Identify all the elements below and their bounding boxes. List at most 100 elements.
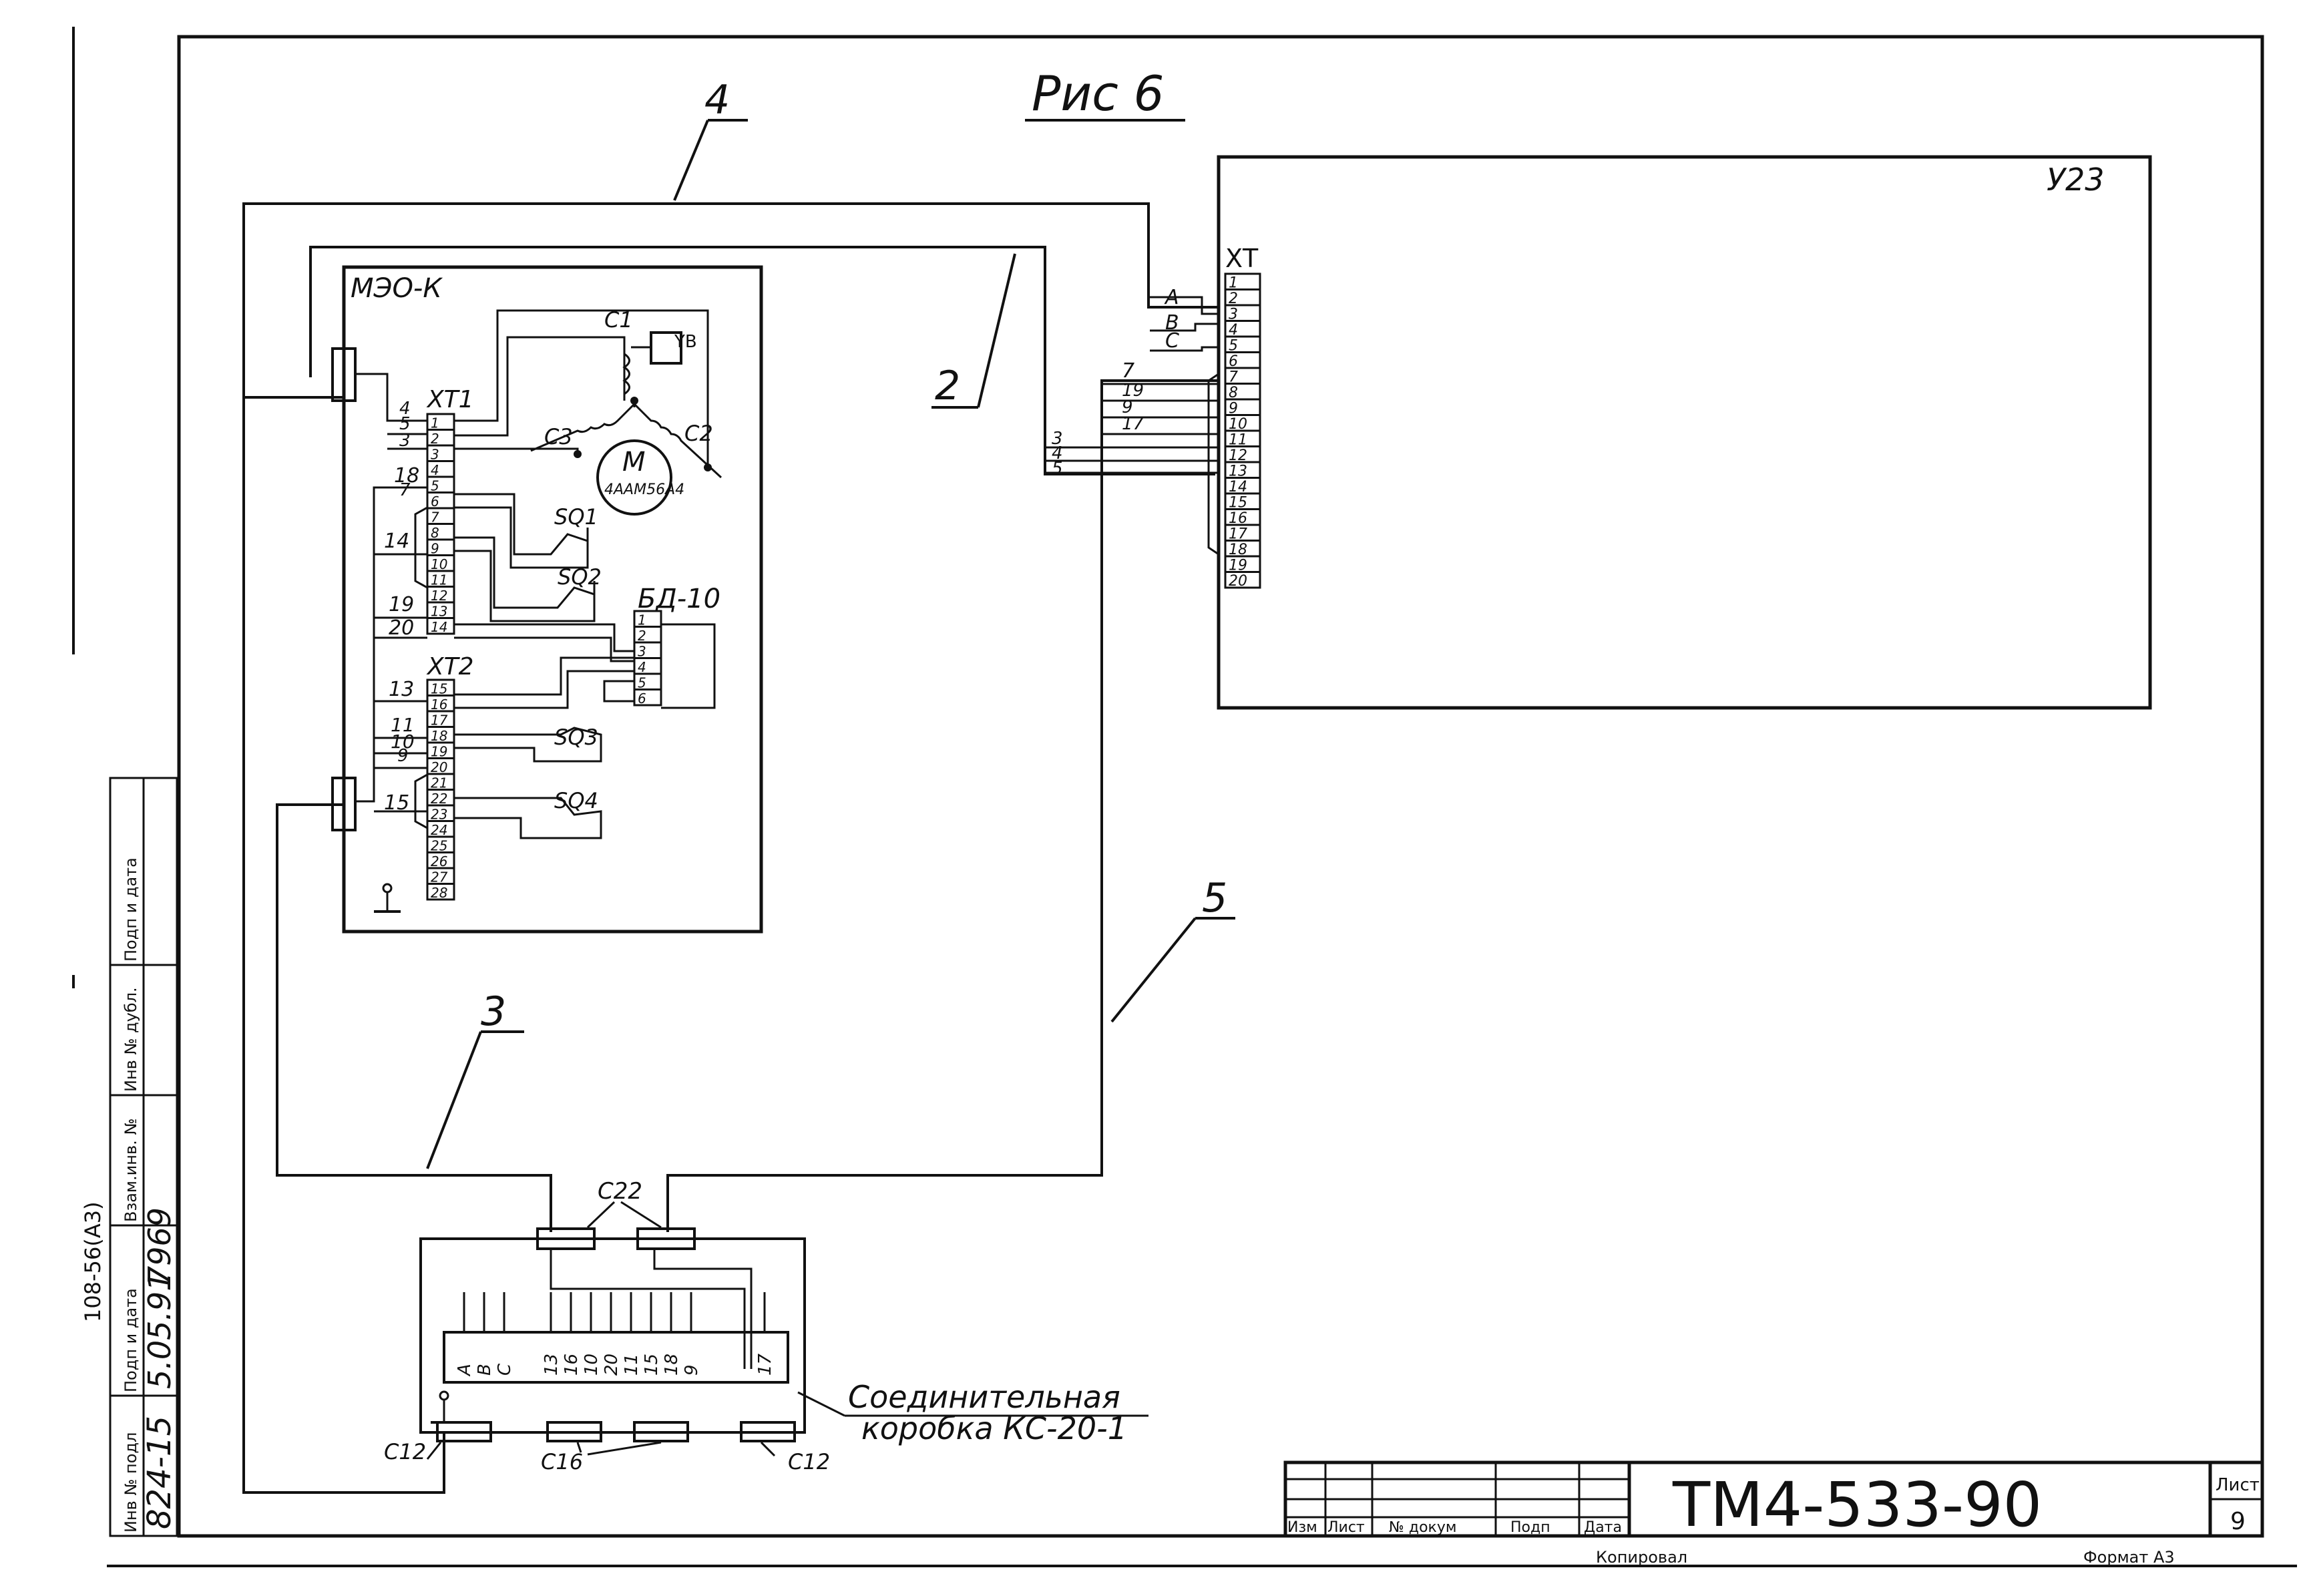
xt2-pin: 16 [431, 696, 447, 713]
brake-label: YВ [674, 332, 697, 352]
xt1-pin: 1 [431, 415, 439, 431]
jb-terminal-label: 9 [682, 1364, 702, 1376]
xt1-pin: 13 [431, 604, 447, 620]
jb-terminal-label: С [495, 1363, 515, 1376]
xt1-pin: 10 [431, 556, 447, 572]
u23-wire-3: 3 [1052, 429, 1063, 449]
figure-title: Рис 6 [1032, 65, 1165, 122]
meo-label: МЭО-К [351, 273, 443, 304]
u23-cell [1224, 571, 1261, 589]
xt1-label: ХТ1 [426, 386, 474, 413]
xt1-wire-20: 20 [389, 616, 414, 640]
xt2-pin: 21 [431, 775, 447, 791]
xt1-pin: 5 [431, 478, 439, 494]
jb-terminal-label: 17 [755, 1353, 775, 1376]
motor-label: М [622, 447, 646, 477]
xt2-pin: 25 [431, 838, 447, 854]
xt2-pin: 15 [431, 681, 447, 697]
bd-pin: 3 [638, 644, 646, 660]
u23-pin: 3 [1229, 307, 1238, 323]
stamp-field-4: Инв № дубл. [122, 987, 140, 1092]
side-stamp: Инв № подл Подп и дата Взам.инв. № Инв №… [80, 777, 178, 1537]
copied-label: Копировал [1596, 1548, 1687, 1567]
cable-4: 4 [242, 77, 1219, 1494]
xt2-cell [426, 883, 455, 901]
cable-5: 5 [666, 379, 1235, 1232]
bd-pin: 2 [638, 628, 646, 644]
bd-pin: 6 [638, 690, 646, 707]
jb-label-line1: Соединительная [848, 1379, 1120, 1415]
stamp-value-2: 5.05.91 [142, 1271, 178, 1389]
xt1-pin: 12 [431, 588, 447, 604]
xt2-label: ХТ2 [426, 653, 474, 680]
xt1-wire-5: 5 [399, 414, 411, 434]
cable-2-label: 2 [935, 363, 960, 409]
sheet-number: 9 [2230, 1508, 2246, 1535]
xt1-pin: 8 [431, 525, 439, 541]
drawing-code: ТМ4-533-90 [1672, 1469, 2042, 1541]
switch-sq4: SQ4 [554, 788, 598, 813]
xt1-pin: 4 [431, 462, 439, 478]
u23-wire-17: 17 [1122, 414, 1144, 434]
bd-pin: 4 [638, 659, 646, 675]
cap-c3: С3 [544, 424, 573, 449]
xt2-pin: 24 [431, 822, 447, 838]
sheet-frame [72, 27, 2297, 1567]
xt2-pin: 17 [431, 713, 448, 729]
xt1-pin: 11 [431, 572, 447, 588]
xt2-wire-9: 9 [397, 746, 409, 766]
cap-c1: С1 [604, 307, 633, 333]
jb-terminal-label: 18 [662, 1354, 682, 1376]
bd-cell [633, 688, 662, 707]
gland-c22: С22 [598, 1178, 642, 1205]
u23-phase-b: В [1165, 311, 1179, 335]
u23-wire-4: 4 [1052, 443, 1063, 463]
jb-terminal-label: А [455, 1364, 475, 1377]
xt1-pin: 9 [431, 541, 439, 557]
jb-terminal-label: 13 [542, 1354, 562, 1376]
format-label: Формат А3 [2083, 1548, 2175, 1567]
jb-terminal-label: 11 [622, 1354, 642, 1376]
xt2-pin: 20 [431, 759, 447, 775]
sheet-label: Лист [2216, 1475, 2260, 1495]
xt1-wire-7: 7 [399, 480, 411, 500]
cable-3: 3 [276, 803, 552, 1232]
cable-2: 2 [309, 246, 1215, 475]
bd-label: БД-10 [638, 584, 720, 614]
u23-pin: 9 [1229, 401, 1238, 417]
tb-header-data: Дата [1584, 1519, 1622, 1536]
xt2-pin: 19 [431, 744, 447, 760]
xt1-pin: 3 [431, 447, 439, 463]
u23-phase-c: С [1165, 329, 1179, 353]
bd-pin: 5 [638, 675, 646, 691]
cable-5-label: 5 [1202, 875, 1227, 922]
cable-4-label: 4 [704, 77, 730, 124]
xt1-wire-14: 14 [384, 530, 409, 553]
xt2-pin: 22 [431, 791, 447, 807]
xt1-pin: 6 [431, 493, 439, 510]
jb-terminal-label: 10 [582, 1354, 602, 1376]
stamp-field-5: Подп и дата [122, 857, 140, 962]
stamp-value-3: 7969 [142, 1207, 178, 1285]
u23-pin: 4 [1229, 322, 1238, 339]
stamp-field-2: Подп и дата [122, 1288, 140, 1392]
xt1-wire-18: 18 [394, 464, 419, 487]
xt1-wire-19: 19 [389, 593, 414, 616]
jb-terminal-label: 15 [642, 1354, 662, 1376]
xt2-wire-10: 10 [391, 731, 415, 753]
xt1-pin: 14 [431, 619, 447, 635]
stamp-value-1: 824-15 [141, 1416, 178, 1529]
motor-model: 4ААМ56А4 [604, 481, 684, 498]
u23-wire-9: 9 [1122, 397, 1133, 417]
tb-header-dokum: № докум [1389, 1519, 1456, 1536]
u23-pin: 5 [1229, 338, 1238, 355]
tb-header-izm: Изм [1287, 1519, 1317, 1536]
xt2-pin: 26 [431, 853, 447, 869]
